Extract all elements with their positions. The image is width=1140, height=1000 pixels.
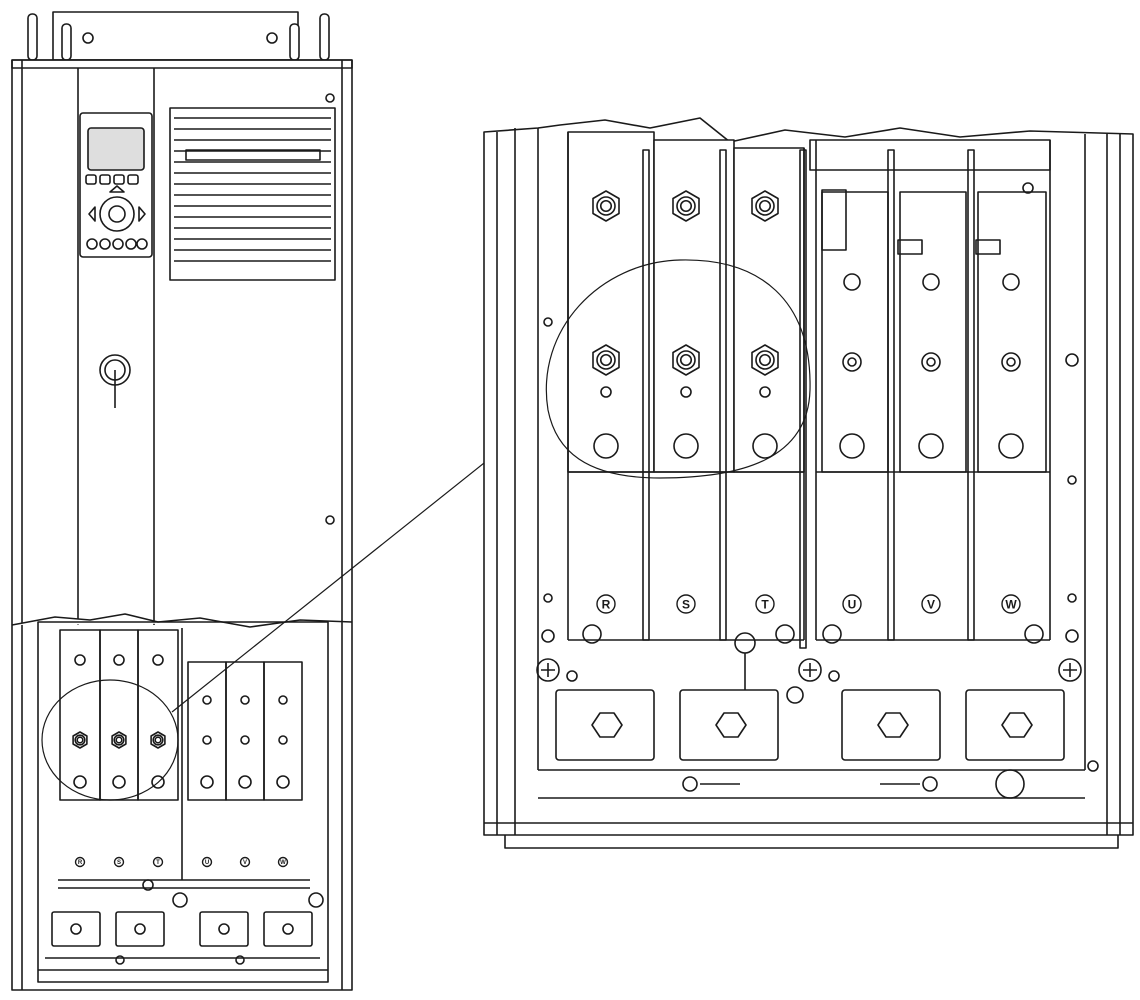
mount-hole bbox=[922, 273, 940, 291]
terminal-hole bbox=[151, 775, 165, 789]
small-label-mains-r: R bbox=[78, 860, 83, 866]
cable-clamps bbox=[555, 632, 1099, 799]
up-arrow-icon bbox=[109, 185, 125, 193]
side-screws bbox=[541, 182, 1079, 644]
label-mains-ring bbox=[596, 594, 616, 614]
small-label-mains-s: S bbox=[117, 860, 121, 866]
nut-icon bbox=[202, 695, 212, 705]
nut-icon bbox=[240, 735, 250, 745]
mount-hole bbox=[843, 273, 861, 291]
label-mains-ring bbox=[676, 594, 696, 614]
terminal-compartment-overview bbox=[37, 621, 329, 983]
label-mains-ring bbox=[755, 594, 775, 614]
nut-icon bbox=[240, 695, 250, 705]
hex-nut-icon bbox=[672, 344, 700, 376]
terminal-labels: R S T U V W R S T U V W bbox=[74, 594, 1021, 868]
right-arrow-icon bbox=[138, 206, 146, 222]
terminal-hole bbox=[73, 775, 87, 789]
terminal-hole bbox=[998, 433, 1024, 459]
ground-icon bbox=[172, 892, 188, 908]
hex-nut-icon bbox=[592, 344, 620, 376]
small-label-mains-ring bbox=[74, 856, 86, 868]
stud-icon bbox=[921, 352, 941, 372]
hex-nut-icon bbox=[592, 190, 620, 222]
label-motor-v: V bbox=[927, 597, 935, 611]
nut-icon bbox=[278, 695, 288, 705]
control-panel bbox=[79, 112, 153, 258]
terminal-hole bbox=[918, 433, 944, 459]
nut-icon bbox=[202, 735, 212, 745]
hex-nut-icon bbox=[751, 190, 779, 222]
small-label-motor-ring bbox=[201, 856, 213, 868]
terminal-hole bbox=[673, 433, 699, 459]
label-motor-ring bbox=[842, 594, 862, 614]
terminal-hole bbox=[200, 775, 214, 789]
divider-rods bbox=[642, 149, 975, 649]
zoom-highlight-small bbox=[41, 679, 179, 801]
small-label-mains-ring bbox=[152, 856, 164, 868]
small-hole bbox=[759, 386, 771, 398]
nut-icon bbox=[278, 735, 288, 745]
label-mains-r: R bbox=[602, 597, 611, 611]
ventilation-grille bbox=[169, 107, 336, 281]
stud-icon bbox=[842, 352, 862, 372]
label-motor-ring bbox=[1001, 594, 1021, 614]
small-hole bbox=[600, 386, 612, 398]
label-motor-w: W bbox=[1005, 597, 1017, 611]
hex-nut-icon bbox=[751, 344, 779, 376]
terminal-hole bbox=[752, 433, 778, 459]
small-label-motor-u: U bbox=[205, 860, 209, 866]
terminal-hole bbox=[238, 775, 252, 789]
terminal-hole bbox=[839, 433, 865, 459]
terminal-hole bbox=[593, 433, 619, 459]
nut-icon bbox=[74, 654, 86, 666]
small-label-motor-ring bbox=[239, 856, 251, 868]
label-mains-t: T bbox=[761, 597, 769, 611]
small-label-motor-w: W bbox=[280, 860, 286, 866]
small-hole bbox=[680, 386, 692, 398]
hex-nut-icon bbox=[672, 190, 700, 222]
drive-overview bbox=[11, 11, 353, 991]
motor-busbars bbox=[809, 139, 1051, 641]
ground-icon bbox=[308, 892, 324, 908]
label-motor-u: U bbox=[848, 597, 857, 611]
nut-icon bbox=[152, 654, 164, 666]
lifting-bracket bbox=[27, 11, 330, 61]
zoom-highlight-detail bbox=[545, 259, 811, 479]
terminal-detail-view bbox=[483, 117, 1134, 849]
small-label-motor-v: V bbox=[243, 860, 247, 866]
terminal-hole bbox=[276, 775, 290, 789]
door-lock bbox=[99, 354, 131, 408]
hex-nut-icon bbox=[150, 731, 166, 749]
stud-icon bbox=[1001, 352, 1021, 372]
mount-hole bbox=[1002, 273, 1020, 291]
small-label-mains-ring bbox=[113, 856, 125, 868]
small-label-motor-ring bbox=[277, 856, 289, 868]
terminal-hole bbox=[112, 775, 126, 789]
navigation-keypad bbox=[99, 196, 135, 232]
label-motor-ring bbox=[921, 594, 941, 614]
label-mains-s: S bbox=[682, 597, 690, 611]
left-arrow-icon bbox=[88, 206, 96, 222]
hex-nut-icon bbox=[111, 731, 127, 749]
nut-icon bbox=[113, 654, 125, 666]
ground-terminals bbox=[536, 658, 1082, 682]
hex-nut-icon bbox=[72, 731, 88, 749]
lcp-display bbox=[87, 127, 145, 171]
small-label-mains-t: T bbox=[156, 860, 160, 866]
